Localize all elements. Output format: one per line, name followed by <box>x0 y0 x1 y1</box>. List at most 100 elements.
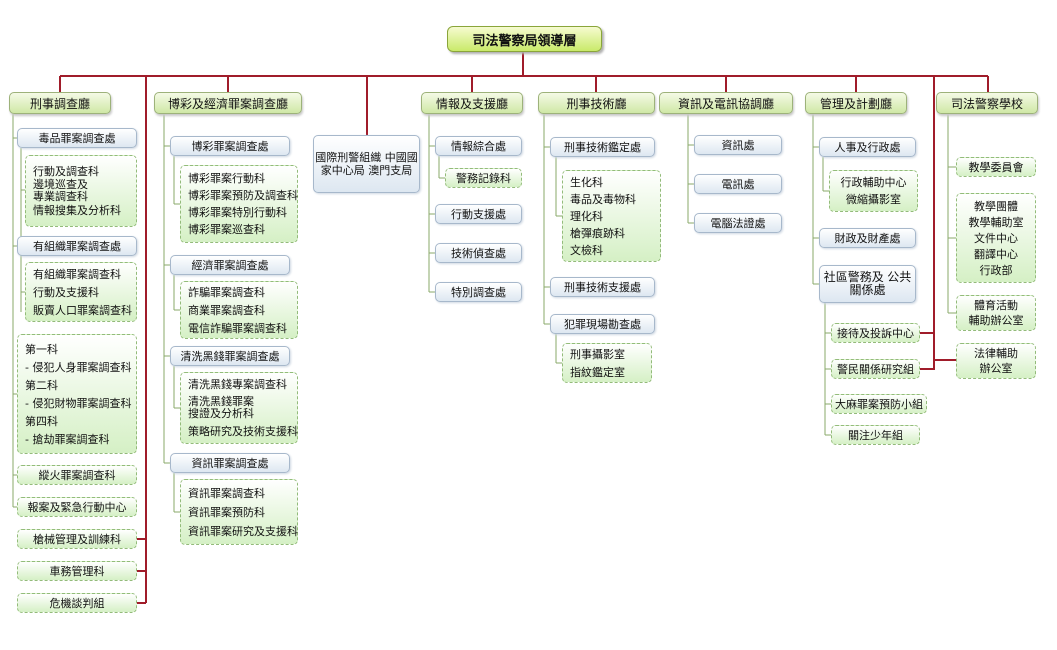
unit-drugs: 毒品罪案調查處 <box>17 128 137 148</box>
unit-telecom: 電訊處 <box>694 174 782 194</box>
unit-scene: 犯罪現場勘查處 <box>550 314 655 334</box>
unit-arson: 縱火罪案調查科 <box>17 465 137 485</box>
unit-tech-investigation: 技術偵查處 <box>435 243 522 263</box>
group-item: 邊境巡查及 <box>33 178 88 191</box>
leadership-box: 司法警察局領導層 <box>447 26 602 52</box>
unit-drug-prevention: 大麻罪案預防小組 <box>831 394 927 414</box>
unit-identification: 刑事技術鑑定處 <box>550 137 655 157</box>
unit-cyber: 資訊罪案調查處 <box>170 453 290 473</box>
group-item: 行政輔助中心 <box>840 176 907 189</box>
group-item: 文檢科 <box>570 243 603 257</box>
interpol-line: 國際刑警組織 <box>315 151 382 164</box>
group-item: 專業調查科 <box>33 190 88 203</box>
group-cyber: 資訊罪案調查科 資訊罪案預防科 資訊罪案研究及支援科 <box>180 479 298 545</box>
group-item: 翻譯中心 <box>974 247 1018 261</box>
unit-info: 資訊處 <box>694 135 782 155</box>
dept-academy: 司法警察學校 <box>936 92 1038 114</box>
group-item: 法律輔助 <box>974 347 1018 360</box>
group-item: 資訊罪案研究及支援科 <box>188 524 298 538</box>
unit-intel: 情報綜合處 <box>435 136 522 156</box>
group-item: 博彩罪案預防及調查科 <box>188 189 298 202</box>
unit-hr: 人事及行政處 <box>819 137 916 157</box>
group-item: 資訊罪案調查科 <box>188 486 265 500</box>
unit-economic: 經濟罪案調查處 <box>170 255 290 275</box>
unit-records: 警務記錄科 <box>445 168 522 188</box>
group-item: 理化科 <box>570 209 603 223</box>
unit-community: 社區警務及 公共關係處 <box>819 265 916 303</box>
group-item: 指紋鑑定室 <box>570 365 625 379</box>
group-item: - 搶劫罪案調查科 <box>25 432 110 446</box>
group-item: 微縮攝影室 <box>846 193 901 206</box>
group-item: 行動及調查科 <box>33 165 99 178</box>
group-item: 有組織罪案調查科 <box>33 267 121 281</box>
interpol-box: 國際刑警組織 中國國家中心局 澳門支局 <box>313 135 420 193</box>
unit-special: 特別調查處 <box>435 282 522 302</box>
group-laundering: 清洗黑錢專案調查科 清洗黑錢罪案 搜證及分析科 策略研究及技術支援科 <box>180 372 298 444</box>
group-item: 情報搜集及分析科 <box>33 204 121 217</box>
group-item: 第二科 <box>25 378 58 392</box>
group-item: 教學團體 <box>974 199 1018 213</box>
group-item: 毒品及毒物科 <box>570 192 636 206</box>
unit-digital-forensic: 電腦法證處 <box>694 213 782 233</box>
unit-ops-support: 行動支援處 <box>435 204 522 224</box>
group-drugs: 行動及調查科 邊境巡查及 專業調查科 情報搜集及分析科 <box>25 155 137 227</box>
group-item: 槍彈痕跡科 <box>570 226 625 240</box>
unit-youth: 關注少年組 <box>831 425 920 445</box>
unit-crisis: 危機談判組 <box>17 593 137 613</box>
dept-gaming: 博彩及經濟罪案調查廳 <box>154 92 302 114</box>
unit-finance: 財政及財產處 <box>819 228 916 248</box>
unit-firearms: 槍械管理及訓練科 <box>17 529 137 549</box>
unit-laundering: 清洗黑錢罪案調查處 <box>170 346 290 366</box>
dept-it: 資訊及電訊協調廳 <box>659 92 793 114</box>
unit-report-center: 報案及緊急行動中心 <box>17 497 137 517</box>
dept-criminal: 刑事調查廳 <box>9 92 111 114</box>
unit-reception: 接待及投訴中心 <box>831 323 920 343</box>
group-scene: 刑事攝影室 指紋鑑定室 <box>562 343 652 383</box>
group-academy: 教學團體 教學輔助室 文件中心 翻譯中心 行政部 <box>956 193 1036 283</box>
group-item: 博彩罪案特別行動科 <box>188 206 287 219</box>
group-economic: 詐騙罪案調查科 商業罪案調查科 電信詐騙罪案調查科 <box>180 281 298 339</box>
group-item: 輔助辦公室 <box>968 314 1024 327</box>
group-sections: 第一科 - 侵犯人身罪案調查科 第二科 - 侵犯財物罪案調查科 第四科 - 搶劫… <box>17 334 137 454</box>
unit-tech-support: 刑事技術支援處 <box>550 277 655 297</box>
group-item: 販賣人口罪案調查科 <box>33 303 132 317</box>
group-item: 電信詐騙罪案調查科 <box>188 321 287 335</box>
group-item: 行政部 <box>979 263 1013 277</box>
group-item: 博彩罪案行動科 <box>188 172 265 185</box>
group-item: 體育活動 <box>974 299 1018 312</box>
unit-gaming: 博彩罪案調查處 <box>170 136 290 156</box>
unit-polls: 警民關係研究組 <box>831 359 920 379</box>
group-identification: 生化科 毒品及毒物科 理化科 槍彈痕跡科 文檢科 <box>562 170 661 262</box>
group-item: 商業罪案調查科 <box>188 303 265 317</box>
group-item: 詐騙罪案調查科 <box>188 285 265 299</box>
group-item: 策略研究及技術支援科 <box>188 425 298 438</box>
unit-committee: 教學委員會 <box>956 157 1036 177</box>
group-item: - 侵犯財物罪案調查科 <box>25 396 132 410</box>
unit-sports: 體育活動 輔助辦公室 <box>956 295 1036 331</box>
dept-intel: 情報及支援廳 <box>421 92 523 114</box>
group-item: 文件中心 <box>974 231 1018 245</box>
community-line: 公共關係處 <box>849 270 912 297</box>
unit-legal: 法律輔助 辦公室 <box>956 343 1036 379</box>
group-item: 清洗黑錢專案調查科 <box>188 378 287 391</box>
group-item: - 侵犯人身罪案調查科 <box>25 360 132 374</box>
unit-vehicle: 車務管理科 <box>17 561 137 581</box>
group-item: 第四科 <box>25 414 58 428</box>
interpol-line: 中國國家中心局 <box>320 151 418 177</box>
interpol-line: 澳門支局 <box>368 164 413 177</box>
group-hr: 行政輔助中心 微縮攝影室 <box>829 170 918 212</box>
dept-admin: 管理及計劃廳 <box>805 92 907 114</box>
group-item: 教學輔助室 <box>968 215 1024 229</box>
dept-forensic: 刑事技術廳 <box>538 92 655 114</box>
group-gaming: 博彩罪案行動科 博彩罪案預防及調查科 博彩罪案特別行動科 博彩罪案巡查科 <box>180 165 298 243</box>
unit-organized: 有組織罪案調查處 <box>17 236 137 256</box>
group-item: 博彩罪案巡查科 <box>188 223 265 236</box>
group-item: 資訊罪案預防科 <box>188 505 265 519</box>
community-line: 社區警務及 <box>823 270 884 284</box>
group-organized: 有組織罪案調查科 行動及支援科 販賣人口罪案調查科 <box>25 262 137 322</box>
group-item: 行動及支援科 <box>33 285 99 299</box>
group-item: 辦公室 <box>979 362 1013 375</box>
group-item: 刑事攝影室 <box>570 347 625 361</box>
group-item: 第一科 <box>25 342 58 356</box>
